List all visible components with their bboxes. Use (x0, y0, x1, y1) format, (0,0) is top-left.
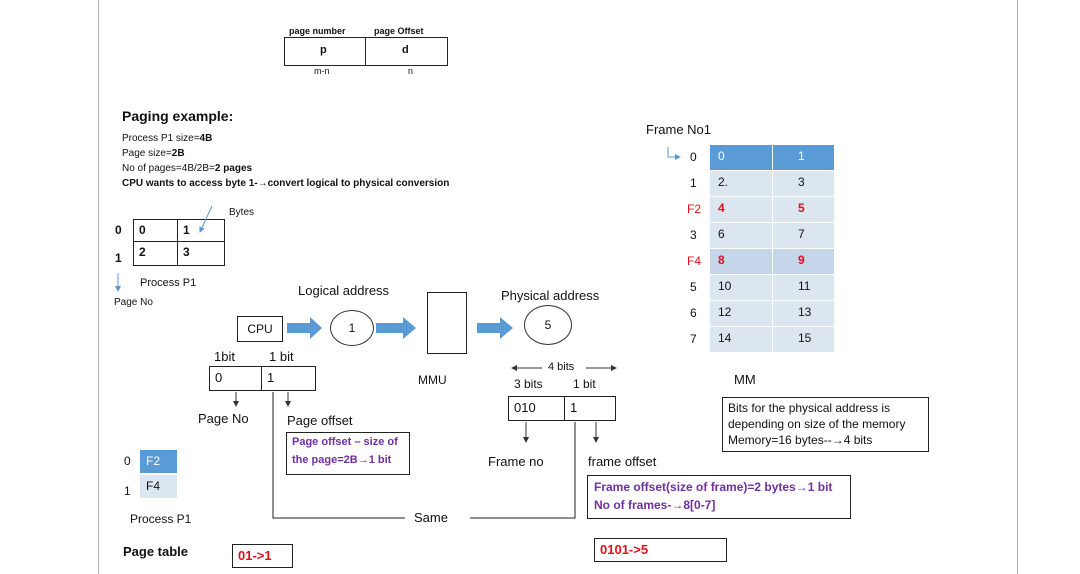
example-line-4: CPU wants to access byte 1-→convert logi… (122, 178, 450, 189)
frame-byte-12: 12 (710, 301, 772, 326)
page-table-entry-0: F2 (140, 450, 177, 473)
d-field: d (402, 44, 409, 56)
frame-byte-3: 3 (772, 171, 834, 196)
n-bits-label: n (408, 66, 414, 76)
paging-example-title: Paging example: (122, 108, 234, 124)
left-border-line (98, 0, 99, 574)
page-table-index-0: 0 (124, 454, 131, 468)
bit-label-1: 1bit (214, 349, 235, 364)
example-line-2: Page size=2B (122, 148, 185, 159)
page-table-result: 01->1 (232, 544, 293, 568)
logical-offset-bit: 1 (261, 366, 316, 391)
process-name-label: Process P1 (140, 277, 197, 289)
frame-byte-4: 4 (710, 197, 772, 222)
page-no-field-label: Page No (198, 411, 249, 426)
frame-label-0: 0 (690, 150, 697, 164)
frame-bits-label: 3 bits (514, 377, 543, 391)
frame-byte-9: 9 (772, 249, 834, 274)
frame-label-2: F2 (687, 202, 702, 216)
bit-label-2: 1 bit (269, 349, 294, 364)
frame-byte-15: 15 (772, 327, 834, 352)
mmu-label: MMU (418, 373, 447, 387)
frame-offset-label: frame offset (588, 454, 657, 469)
p-field: p (320, 44, 327, 56)
page-offset-note-line-2: the page=2B→1 bit (292, 454, 392, 466)
frame-byte-7: 7 (772, 223, 834, 248)
frame-pointer (667, 147, 681, 160)
offset-bits-label: 1 bit (573, 377, 596, 391)
same-connector (272, 392, 405, 519)
process-row-index-0: 0 (115, 223, 122, 237)
frame-offset-note: Frame offset(size of frame)=2 bytes→1 bi… (587, 475, 851, 519)
frame-byte-14: 14 (710, 327, 772, 352)
physical-result: 0101->5 (594, 538, 727, 562)
frame-byte-5: 5 (772, 197, 834, 222)
memory-title: Frame No1 (646, 122, 712, 137)
memory-note-line-1: Bits for the physical address is (728, 401, 891, 415)
page-table-title: Page table (123, 544, 189, 559)
process-row-index-1: 1 (115, 251, 122, 265)
same-label: Same (414, 510, 448, 525)
frame-label-5: 5 (690, 280, 697, 294)
frame-label-1: 1 (690, 176, 697, 190)
page-offset-note: Page offset – size of the page=2B→1 bit (286, 432, 410, 475)
memory-note-line-3: Memory=16 bytes--→4 bits (728, 433, 873, 447)
physical-address-value: 5 (524, 305, 572, 345)
physical-frame-bits: 010 (508, 396, 565, 421)
physical-address-label: Physical address (501, 288, 600, 303)
frame-label-4: F4 (687, 254, 702, 268)
cpu-box: CPU (237, 316, 283, 342)
page-table-index-1: 1 (124, 484, 131, 498)
frame-label-7: 7 (690, 332, 697, 346)
cpu-to-logical-arrow (287, 317, 322, 339)
bytes-label: Bytes (229, 207, 255, 218)
page-table-entry-1: F4 (140, 475, 177, 498)
frame-offset-note-line-1: Frame offset(size of frame)=2 bytes→1 bi… (594, 480, 833, 494)
total-bits-label: 4 bits (548, 361, 575, 373)
page-number-header: page number (289, 26, 346, 36)
address-format-divider (365, 37, 366, 65)
frame-byte-0: 0 (710, 145, 772, 170)
frame-byte-2: 2. (710, 171, 772, 196)
frame-label-3: 3 (690, 228, 697, 242)
physical-offset-bit: 1 (564, 396, 616, 421)
frame-byte-1: 1 (772, 145, 834, 170)
page-offset-field-label: Page offset (287, 413, 353, 428)
frame-byte-10: 10 (710, 275, 772, 300)
page-offset-note-line-1: Page offset – size of (292, 436, 398, 448)
mmu-to-physical-arrow (477, 317, 513, 339)
logical-to-mmu-arrow (376, 317, 416, 339)
process-cell-3: 3 (177, 241, 225, 266)
memory-note: Bits for the physical address is dependi… (722, 397, 929, 452)
frame-byte-11: 11 (772, 275, 834, 300)
memory-note-line-2: depending on size of the memory (728, 417, 906, 431)
frame-label-6: 6 (690, 306, 697, 320)
example-line-3: No of pages=4B/2B=2 pages (122, 163, 253, 174)
page-no-label: Page No (114, 297, 153, 308)
mmu-box (427, 292, 467, 354)
page-offset-header: page Offset (374, 26, 424, 36)
right-border-line (1017, 0, 1018, 574)
m-n-bits-label: m-n (314, 66, 330, 76)
logical-address-label: Logical address (298, 283, 390, 298)
bytes-pointer (199, 205, 213, 233)
frame-offset-note-line-2: No of frames-→8[0-7] (594, 498, 716, 512)
example-line-1: Process P1 size=4B (122, 133, 213, 144)
logical-page-bit: 0 (209, 366, 262, 391)
page-table-process-label: Process P1 (130, 512, 192, 526)
mm-label: MM (734, 372, 756, 387)
frame-byte-6: 6 (710, 223, 772, 248)
same-connector-right (470, 422, 576, 519)
cpu-label: CPU (247, 322, 273, 336)
frame-byte-8: 8 (710, 249, 772, 274)
logical-address-value: 1 (330, 310, 374, 346)
address-format-box (284, 37, 448, 66)
frame-byte-13: 13 (772, 301, 834, 326)
frame-no-label: Frame no (488, 454, 544, 469)
process-cell-2: 2 (133, 241, 178, 266)
